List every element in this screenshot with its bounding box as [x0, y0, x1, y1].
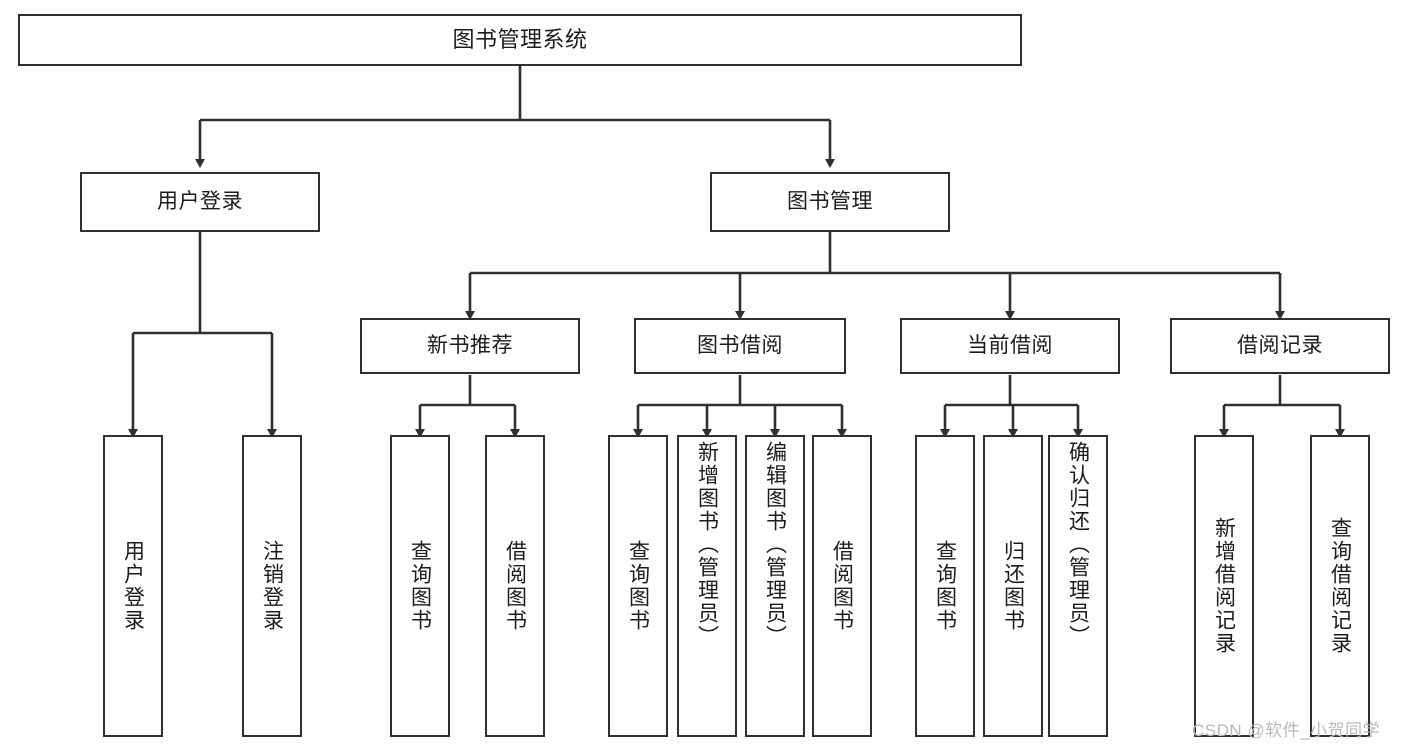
leaf-record-add[interactable]: 新增借阅记录	[1194, 435, 1254, 737]
node-label: 借阅图书	[503, 540, 527, 632]
node-new-book-recommend[interactable]: 新书推荐	[360, 318, 580, 374]
leaf-borrow-edit-book[interactable]: 编辑图书（管理员）	[745, 435, 805, 737]
leaf-current-query-book[interactable]: 查询图书	[915, 435, 975, 737]
node-label: 图书管理	[787, 190, 873, 214]
node-label: 用户登录	[157, 190, 243, 214]
leaf-new-book-query[interactable]: 查询图书	[390, 435, 450, 737]
node-user-login[interactable]: 用户登录	[80, 172, 320, 232]
node-label: 查询图书	[933, 540, 957, 632]
node-label: 查询图书	[408, 540, 432, 632]
leaf-new-book-borrow[interactable]: 借阅图书	[485, 435, 545, 737]
leaf-user-login-logout[interactable]: 注销登录	[242, 435, 302, 737]
node-label: 查询借阅记录	[1328, 517, 1352, 655]
leaf-record-query[interactable]: 查询借阅记录	[1310, 435, 1370, 737]
node-book-management[interactable]: 图书管理	[710, 172, 950, 232]
node-current-borrow[interactable]: 当前借阅	[900, 318, 1120, 374]
leaf-borrow-add-book[interactable]: 新增图书（管理员）	[677, 435, 737, 737]
node-book-borrow[interactable]: 图书借阅	[634, 318, 846, 374]
node-label: 注销登录	[260, 540, 284, 632]
node-label: 借阅图书	[830, 540, 854, 632]
leaf-current-return-book[interactable]: 归还图书	[983, 435, 1043, 737]
csdn-watermark: CSDN @软件_小贺同学	[1192, 721, 1381, 740]
node-label: 当前借阅	[967, 334, 1053, 358]
leaf-borrow-borrow-book[interactable]: 借阅图书	[812, 435, 872, 737]
node-label: 新增借阅记录	[1212, 517, 1236, 655]
node-label: 归还图书	[1001, 540, 1025, 632]
node-label: 图书借阅	[697, 334, 783, 358]
node-label: 确认归还（管理员）	[1066, 441, 1090, 648]
node-label: 借阅记录	[1237, 334, 1323, 358]
leaf-current-confirm-return[interactable]: 确认归还（管理员）	[1048, 435, 1108, 737]
node-label: 查询图书	[626, 540, 650, 632]
node-root-system[interactable]: 图书管理系统	[18, 14, 1022, 66]
node-label: 图书管理系统	[452, 26, 588, 52]
node-borrow-record[interactable]: 借阅记录	[1170, 318, 1390, 374]
node-label: 用户登录	[121, 540, 145, 632]
leaf-borrow-query-book[interactable]: 查询图书	[608, 435, 668, 737]
node-label: 编辑图书（管理员）	[763, 441, 787, 648]
node-label: 新增图书（管理员）	[695, 441, 719, 648]
leaf-user-login-login[interactable]: 用户登录	[103, 435, 163, 737]
node-label: 新书推荐	[427, 334, 513, 358]
